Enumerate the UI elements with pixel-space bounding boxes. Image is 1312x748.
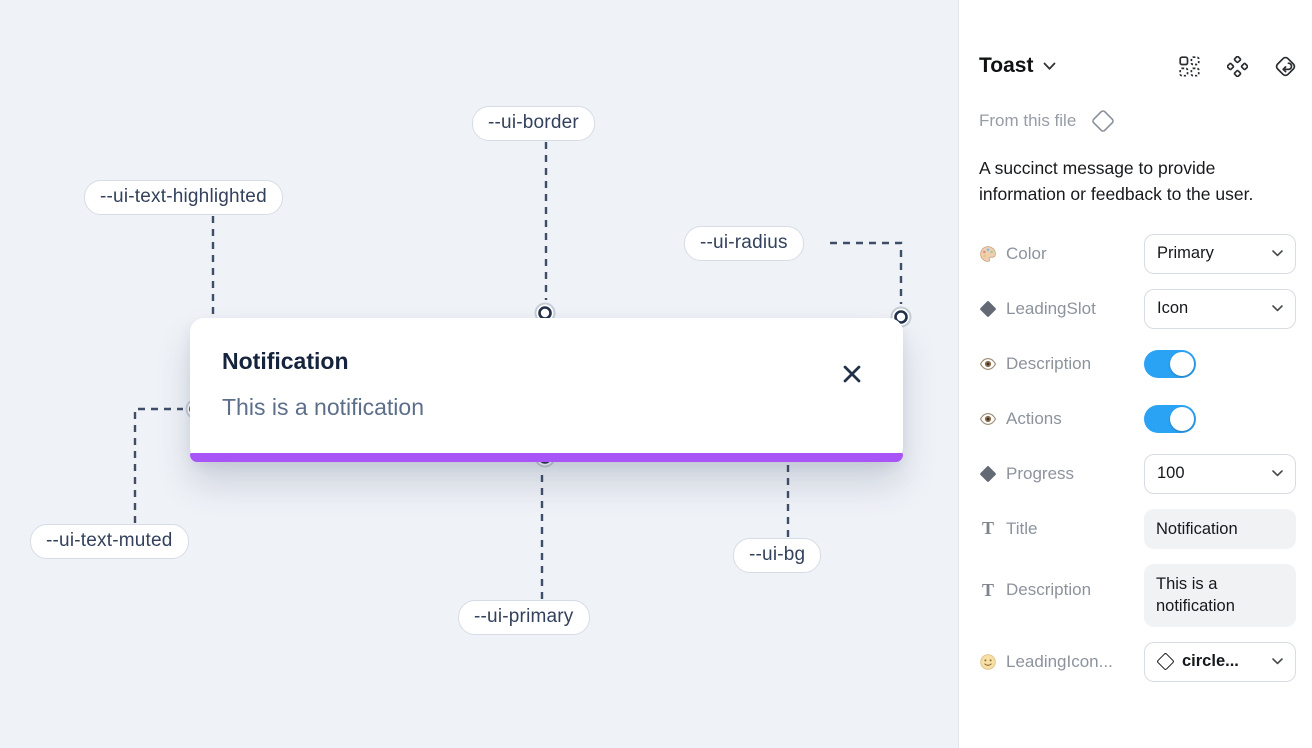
- diamond-outline-icon: [1092, 110, 1115, 132]
- prop-label-actions: Actions: [979, 409, 1062, 429]
- design-canvas[interactable]: --ui-text-highlighted --ui-border --ui-r…: [0, 0, 958, 748]
- diamond-icon: [979, 465, 997, 483]
- prop-label-text: Progress: [1006, 463, 1075, 483]
- prop-label-title: T Title: [979, 518, 1038, 539]
- property-list: Color Primary LeadingSlot Icon: [979, 233, 1296, 682]
- text-icon: T: [981, 579, 994, 600]
- chevron-down-icon: [1272, 250, 1283, 257]
- text-icon: T: [981, 518, 994, 539]
- toast-progress-bar: [190, 453, 903, 462]
- source-row: From this file: [979, 108, 1296, 134]
- instance-swap-grid-icon[interactable]: [1179, 55, 1200, 77]
- var-label-ui-text-muted[interactable]: --ui-text-muted: [30, 524, 189, 559]
- panel-header: Toast: [979, 54, 1296, 78]
- prop-label-color: Color: [979, 244, 1047, 264]
- leadingslot-dropdown[interactable]: Icon: [1144, 288, 1296, 329]
- progress-dropdown-value: 100: [1157, 464, 1185, 483]
- toast-description: This is a notification: [222, 394, 424, 420]
- x-close-icon[interactable]: [839, 362, 865, 388]
- prop-row-leadingslot: LeadingSlot Icon: [979, 288, 1296, 329]
- eye-icon: [979, 355, 997, 373]
- chevron-down-icon: [1044, 62, 1056, 70]
- chevron-down-icon: [1272, 470, 1283, 477]
- prop-label-description-text: T Description: [979, 580, 1091, 600]
- prop-label-text: Title: [1006, 518, 1038, 538]
- properties-panel: Toast: [958, 0, 1312, 748]
- description-toggle[interactable]: [1144, 349, 1196, 378]
- var-label-ui-radius[interactable]: --ui-radius: [684, 226, 804, 261]
- progress-dropdown[interactable]: 100: [1144, 453, 1296, 494]
- component-description: A succinct message to provide informatio…: [979, 158, 1254, 204]
- prop-label-text: LeadingIcon...: [1006, 651, 1113, 671]
- prop-label-leadingicon: LeadingIcon...: [979, 652, 1113, 672]
- chevron-down-icon: [1272, 658, 1283, 665]
- leadingicon-dropdown-value: circle...: [1182, 652, 1239, 671]
- var-label-ui-primary[interactable]: --ui-primary: [458, 600, 590, 635]
- source-label: From this file: [979, 111, 1077, 130]
- diamond-outline-icon: [1156, 652, 1175, 671]
- palette-icon: [979, 245, 997, 263]
- prop-label-text: Description: [1006, 353, 1092, 373]
- prop-label-text: Description: [1006, 580, 1092, 600]
- toast-title: Notification: [222, 348, 349, 374]
- prop-label-progress: Progress: [979, 464, 1074, 484]
- prop-label-text: LeadingSlot: [1006, 298, 1096, 318]
- prop-label-description: Description: [979, 354, 1091, 374]
- var-label-ui-bg[interactable]: --ui-bg: [733, 538, 822, 573]
- chevron-down-icon: [1272, 305, 1283, 312]
- color-dropdown-value: Primary: [1157, 244, 1214, 263]
- toggle-knob: [1170, 406, 1194, 431]
- prop-row-description-text: T Description This is a notification: [979, 564, 1296, 627]
- prop-row-title: T Title Notification: [979, 508, 1296, 550]
- prop-row-leadingicon: LeadingIcon... circle...: [979, 641, 1296, 682]
- prop-row-progress: Progress 100: [979, 453, 1296, 494]
- eye-icon: [979, 410, 997, 428]
- header-icon-group: [1179, 55, 1296, 77]
- component-selector[interactable]: Toast: [979, 54, 1056, 78]
- prop-row-actions-toggle: Actions: [979, 399, 1296, 439]
- toast-component-preview[interactable]: Notification This is a notification: [190, 318, 903, 462]
- component-title: Toast: [979, 54, 1034, 77]
- prop-row-description-toggle: Description: [979, 344, 1296, 384]
- token-return-diamond-icon[interactable]: [1275, 56, 1296, 77]
- component-diamonds-icon[interactable]: [1227, 55, 1248, 77]
- leadingicon-dropdown[interactable]: circle...: [1144, 641, 1296, 682]
- color-dropdown[interactable]: Primary: [1144, 233, 1296, 274]
- actions-toggle[interactable]: [1144, 404, 1196, 433]
- diamond-icon: [979, 300, 997, 318]
- title-text-field[interactable]: Notification: [1144, 508, 1296, 550]
- description-text-field[interactable]: This is a notification: [1144, 564, 1296, 627]
- leadingslot-dropdown-value: Icon: [1157, 299, 1189, 318]
- var-label-ui-text-highlighted[interactable]: --ui-text-highlighted: [84, 180, 283, 215]
- var-label-ui-border[interactable]: --ui-border: [472, 106, 595, 141]
- toggle-knob: [1170, 351, 1194, 376]
- prop-row-color: Color Primary: [979, 233, 1296, 274]
- smiley-icon: [979, 653, 997, 671]
- prop-label-leadingslot: LeadingSlot: [979, 299, 1096, 319]
- prop-label-text: Actions: [1006, 408, 1062, 428]
- prop-label-text: Color: [1006, 243, 1047, 263]
